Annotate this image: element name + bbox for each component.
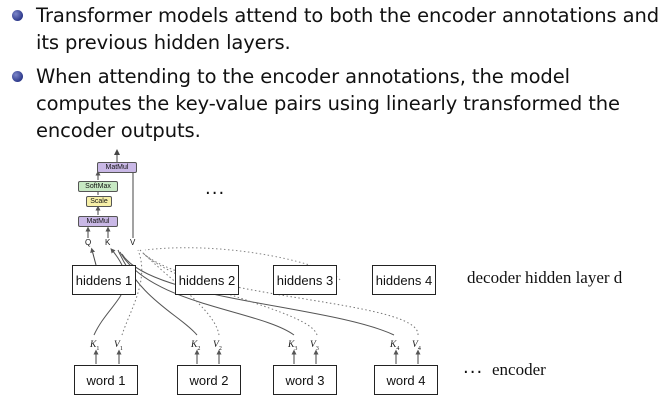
word-1-box: word 1: [74, 365, 138, 395]
word-3-box: word 3: [273, 365, 337, 395]
word-2-box: word 2: [177, 365, 241, 395]
kv-pair-1: K1: [90, 340, 100, 352]
bullet-2: When attending to the encoder annotation…: [12, 63, 669, 144]
bullet-dot-icon: [12, 10, 23, 21]
kv-pair-3-v: V3: [310, 340, 319, 352]
bullet-2-text: When attending to the encoder annotation…: [36, 65, 620, 142]
encoder-ellipsis: ...: [463, 357, 484, 378]
kv-pair-3: K3: [288, 340, 298, 352]
matmul-top-box: MatMul: [97, 162, 137, 173]
bullet-1: Transformer models attend to both the en…: [12, 2, 664, 56]
softmax-box: SoftMax: [78, 181, 118, 192]
v-label: V: [130, 238, 136, 247]
hiddens-4-box: hiddens 4: [372, 265, 436, 295]
hiddens-3-box: hiddens 3: [273, 265, 337, 295]
q-label: Q: [85, 238, 92, 247]
encoder-label: encoder: [492, 360, 546, 379]
kv-pair-2: K2: [191, 340, 201, 352]
hiddens-1-box: hiddens 1: [72, 265, 136, 295]
decoder-hidden-layer-label: decoder hidden layer d: [467, 268, 623, 287]
matmul-bottom-box: MatMul: [78, 216, 118, 227]
word-4-box: word 4: [374, 365, 438, 395]
ellipsis-top: ...: [205, 178, 226, 199]
kv-pair-4-v: V4: [412, 340, 421, 352]
scale-box: Scale: [86, 196, 112, 207]
kv-pair-4: K4: [390, 340, 400, 352]
kv-pair-2-v: V2: [213, 340, 222, 352]
bullet-1-text: Transformer models attend to both the en…: [36, 4, 660, 54]
hiddens-2-box: hiddens 2: [175, 265, 239, 295]
k-label: K: [105, 238, 111, 247]
kv-pair-1-v: V1: [114, 340, 123, 352]
bullet-dot-icon: [12, 71, 23, 82]
